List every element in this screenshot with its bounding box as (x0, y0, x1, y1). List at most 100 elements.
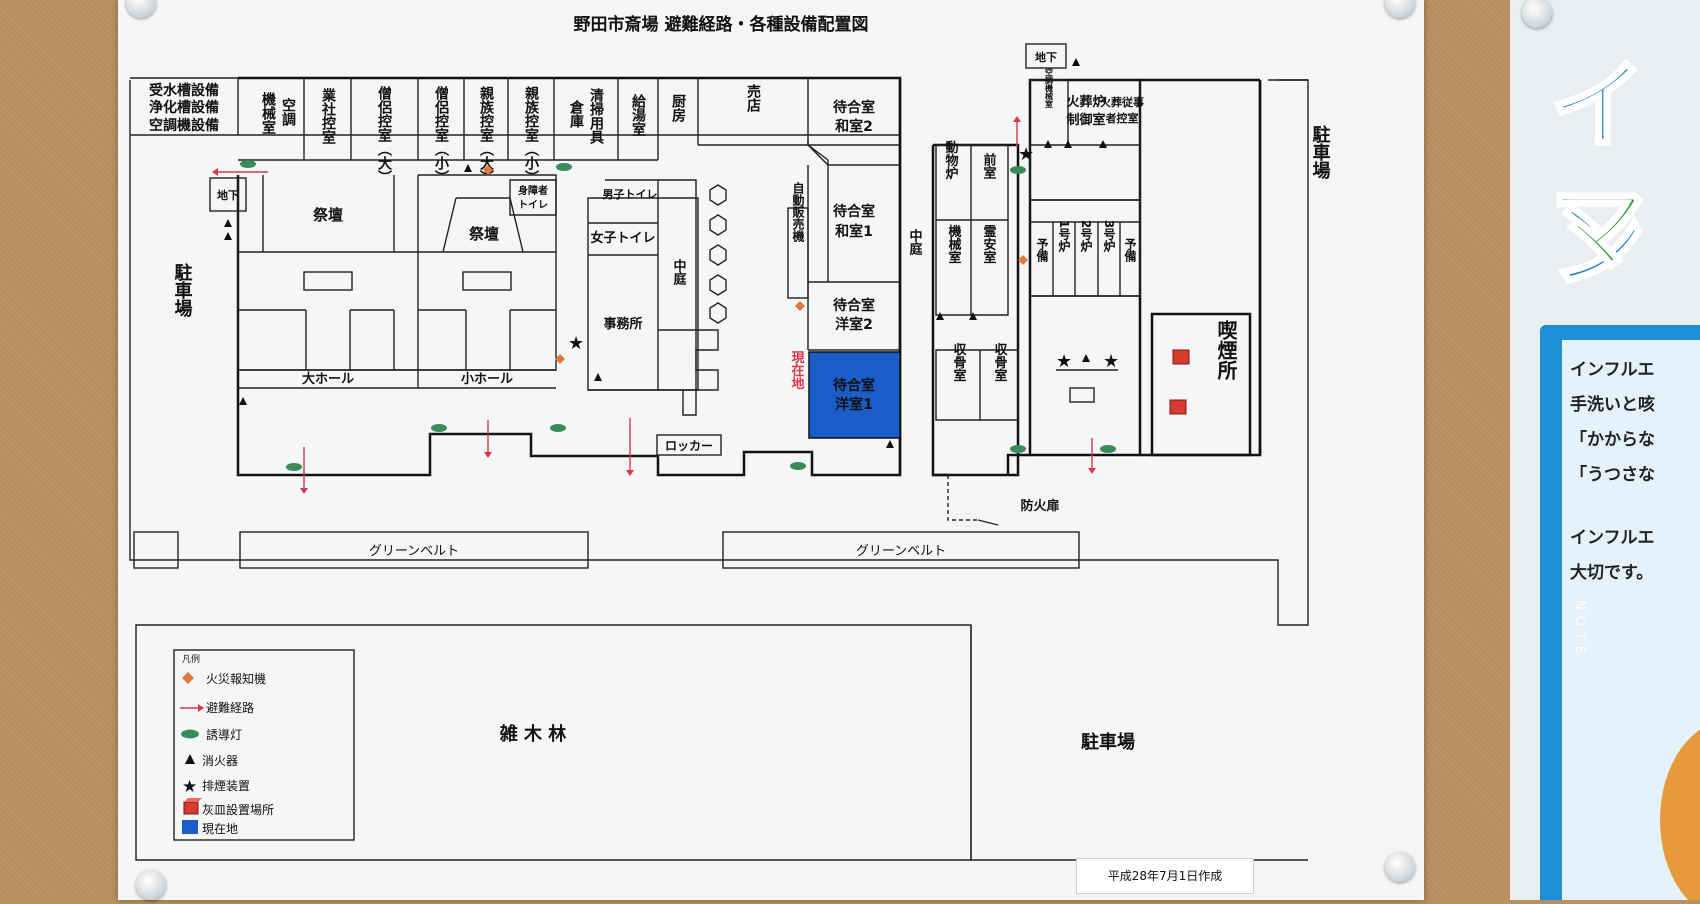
cube-icon (183, 798, 202, 815)
locker-label: ロッカー (665, 439, 713, 453)
legend-item-ashtray: 灰皿設置場所 (202, 802, 274, 817)
ashtrays (1169, 349, 1190, 415)
seiso-label: 清掃用具 (588, 87, 605, 145)
kucho-kikai-small-label: 空調機械室 (1045, 67, 1054, 109)
danshi-toilet-label: 男子トイレ (603, 188, 658, 201)
oval-icon (181, 729, 199, 739)
shukotsu1-label: 収骨室 (951, 343, 967, 383)
poster-line-4: 「うつさな (1570, 465, 1655, 485)
map-title: 野田市斎場 避難経路・各種設備配置図 (574, 14, 869, 35)
chika-left-label: 地下 (217, 188, 239, 202)
ro1-label: 1号炉 (1057, 220, 1071, 253)
bokabira-label: 防火扉 (1020, 498, 1059, 514)
diamond-icon (182, 672, 194, 684)
guide-lights (240, 160, 1116, 471)
joshi-toilet-label: 女子トイレ (590, 230, 655, 246)
poster-headline-1: イン (1548, 48, 1648, 303)
shinzoku-sho-label: 親族控室（小） (523, 85, 540, 184)
green-belt-1 (239, 531, 589, 569)
floor-plan: 野田市斎場 避難経路・各種設備配置図 受水槽設備 浄化槽設備 空調機設備 空調 … (129, 14, 1331, 861)
star-icon: ★ (182, 777, 197, 797)
sho-hall-label: 小ホール (461, 372, 513, 387)
smoke-vents: ★ ★ ★ ★ (568, 144, 1119, 372)
machi-yo1-label-2: 洋室1 (835, 396, 873, 413)
machi-wa1-label-1: 待合室 (833, 203, 875, 220)
office-walls (587, 179, 722, 456)
soryo-sho-label: 僧侶控室（小） (433, 85, 450, 184)
poster-line-6: 大切です。 (1570, 563, 1654, 583)
evac-arrows (212, 116, 1096, 494)
utility-room-label-1: 受水槽設備 (149, 82, 219, 99)
chusha-right-top-label: 駐車場 (1310, 124, 1331, 180)
kaso-jugyosha-label-1: 火葬従事 (1100, 95, 1144, 109)
poster-line-5: インフルエ (1570, 528, 1655, 548)
svg-text:★: ★ (1018, 144, 1034, 165)
fire-alarms (483, 165, 1028, 364)
zoki-label: 雑 木 林 (499, 723, 567, 745)
pushpin (1522, 0, 1552, 28)
soko-label: 倉庫 (568, 99, 585, 129)
saidan-label: 祭壇 (312, 206, 343, 224)
green-belt-2 (722, 531, 1080, 569)
kaso-seigyo-label-2: 制御室 (1066, 112, 1105, 128)
pushpin (126, 0, 156, 18)
chusha-left-label: 駐車場 (172, 262, 193, 318)
pushpin (1385, 852, 1415, 882)
poster-line-1: インフルエ (1570, 360, 1655, 380)
machi-yo2-label-1: 待合室 (833, 297, 875, 314)
top-rooms (130, 77, 900, 282)
utility-room-label-3: 空調機設備 (149, 117, 219, 134)
reianshitsu-label: 霊安室 (981, 225, 997, 265)
legend-item-evac: 避難経路 (206, 700, 254, 715)
shinzoku-dai-label: 親族控室（大） (478, 85, 495, 184)
yobi2-label: 予備 (1123, 238, 1137, 263)
kikaishitsu-label: 機械室 (946, 224, 962, 265)
crematory-walls (935, 43, 1141, 526)
evacuation-map-sheet: 野田市斎場 避難経路・各種設備配置図 受水槽設備 浄化槽設備 空調機設備 空調 … (118, 0, 1424, 900)
legend-title: 凡例 (182, 653, 200, 665)
pushpin (136, 870, 166, 900)
triangle-icon (185, 754, 195, 764)
kyuto-label: 給湯室 (630, 93, 646, 136)
dai-hall-label: 大ホール (302, 371, 354, 387)
shukotsu2-label: 収骨室 (992, 343, 1008, 383)
date-note: 平成28年7月1日作成 (1076, 858, 1254, 894)
gyosha-label: 業社控室 (320, 87, 337, 144)
machi-yo2-label-2: 洋室2 (835, 316, 873, 333)
baiten-label: 売店 (745, 83, 761, 113)
waiting-room-walls (787, 165, 900, 351)
shinsho-toilet-label-1: 身障者 (518, 184, 548, 197)
green-belt-1-label: グリーンベルト (369, 544, 459, 559)
soryo-dai-label: 僧侶控室（大） (376, 85, 393, 184)
legend-item-alarm: 火災報知機 (206, 671, 266, 686)
machi-wa2-label-1: 待合室 (833, 99, 875, 116)
poster-line-3: 「かからな (1570, 430, 1655, 450)
kaso-seigyo-label-1: 火葬炉 (1066, 94, 1105, 110)
garden-hexagons (709, 184, 727, 324)
nakaniwa-b-label: 中庭 (907, 228, 923, 256)
poster-line-2: 手洗いと咳 (1570, 395, 1655, 415)
svg-text:★: ★ (1103, 351, 1119, 372)
pushpin (1385, 0, 1415, 18)
jimusho-label: 事務所 (603, 316, 642, 332)
extinguishers (224, 58, 1107, 448)
saidan2-label: 祭壇 (468, 225, 499, 243)
current-location-highlight (808, 351, 901, 439)
kucho-label: 空調 (280, 97, 296, 127)
svg-text:★: ★ (568, 333, 584, 354)
shinsho-toilet-label-2: トイレ (518, 199, 548, 211)
svg-text:★: ★ (1056, 351, 1072, 372)
chika-right-label: 地下 (1035, 50, 1057, 64)
legend-item-smoke: 排煙装置 (202, 779, 250, 793)
legend-item-extinguisher: 消火器 (202, 754, 238, 768)
poster-note-label: NOTE (1572, 600, 1587, 661)
influenza-poster: イン マス インフルエ 手洗いと咳 「かからな 「うつさな インフルエ 大切です… (1510, 0, 1700, 900)
kikai-label: 機械室 (260, 91, 276, 134)
kitsuen-label: 喫煙所 (1214, 319, 1238, 381)
jihanki-label: 自動販売機 (791, 181, 805, 243)
ro3-label: 3号炉 (1102, 220, 1116, 253)
square-icon (182, 820, 198, 834)
legend-item-guide: 誘導灯 (206, 728, 242, 742)
hall-walls (237, 174, 557, 389)
utility-room-label-2: 浄化槽設備 (149, 99, 219, 116)
